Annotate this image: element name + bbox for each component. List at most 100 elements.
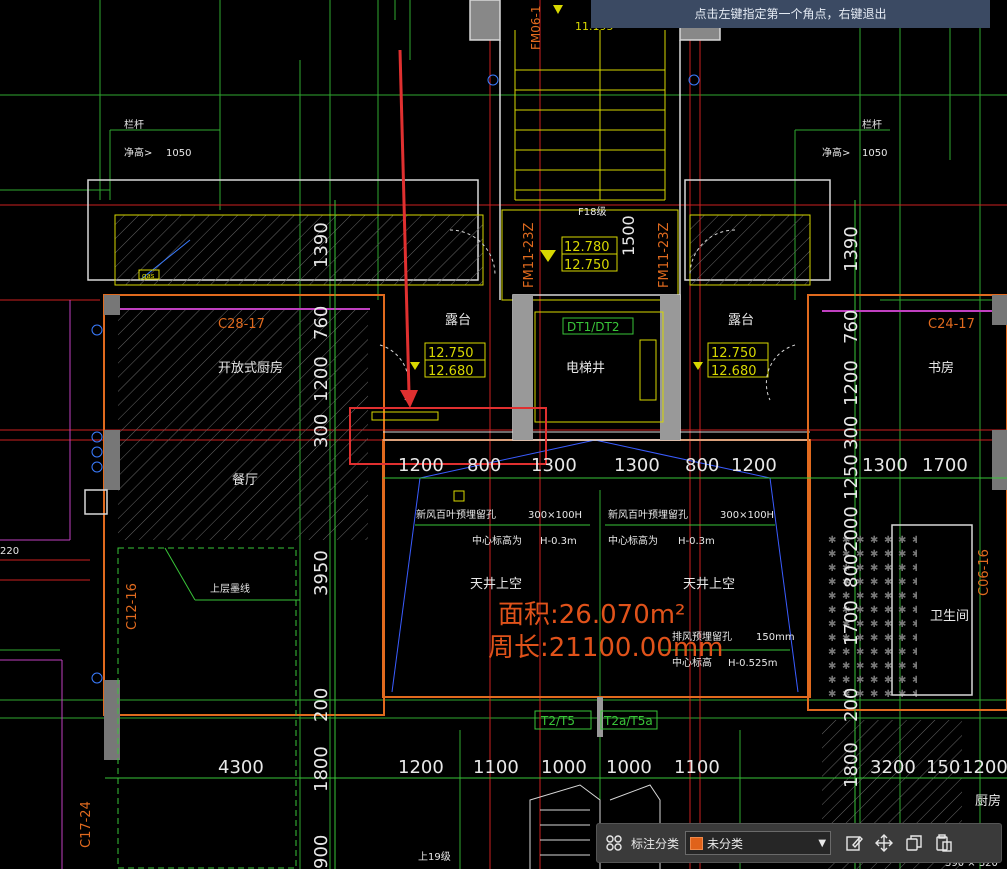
vent-left-label: 新风百叶预埋留孔 (416, 508, 496, 521)
dim-left-1: 760 (311, 306, 332, 340)
grid-markers (91, 74, 700, 684)
room-study: 书房 (928, 360, 954, 376)
area-readout: 面积:26.070m² (498, 600, 686, 630)
vent-left-height: H-0.3m (540, 536, 577, 547)
window-c24-label: C24-17 (928, 317, 975, 332)
annotation-toolbar: 标注分类 未分类 ▼ (596, 823, 1002, 863)
stairs-up-label: 上19级 (418, 851, 451, 863)
category-color-swatch (690, 836, 704, 850)
dimension-lines (105, 200, 1007, 869)
clear-height-left-value: 1050 (166, 148, 191, 159)
clear-height-right-value: 1050 (862, 148, 887, 159)
left-room (103, 294, 385, 760)
left-outline (0, 300, 71, 869)
perimeter-readout: 周长:21100.00mm (488, 633, 723, 663)
dim-top-1: 800 (467, 455, 501, 476)
right-balcony (684, 179, 831, 286)
clear-height-right-label: 净高> (822, 146, 850, 159)
dim-top-0: 1200 (398, 455, 444, 476)
gas-label: gas (142, 272, 155, 280)
vent-right-height: H-0.3m (678, 536, 715, 547)
room-bathroom: 卫生间 (930, 609, 969, 624)
dim-bottom-0: 4300 (218, 757, 264, 778)
door-fm-label: FM06-1 (529, 6, 543, 51)
vent-left-size: 300×100H (528, 510, 582, 521)
exhaust-center: 中心标高 (672, 656, 712, 669)
room-atrium-left: 天井上空 (470, 577, 522, 592)
dim-right-9: 1800 (841, 742, 862, 788)
selection-highlight (349, 49, 547, 465)
dim-top-2: 1300 (531, 455, 577, 476)
dim-right-8: 200 (841, 688, 862, 722)
dim-bottom-1: 1200 (398, 757, 444, 778)
dim-right-2: 1200 (841, 360, 862, 406)
dim-left-3: 300 (311, 414, 332, 448)
door-fm11-right-label: FM11-23Z (657, 223, 672, 288)
stairs-f18-label: F18级 (578, 206, 606, 218)
dim-top-6: 1300 (862, 455, 908, 476)
dim-stair: 1500 (619, 215, 638, 256)
window-c28-label: C28-17 (218, 317, 265, 332)
chevron-down-icon: ▼ (818, 837, 827, 849)
vent-left-center: 中心标高为 (472, 534, 522, 547)
category-label: 标注分类 (631, 836, 680, 851)
room-dining: 餐厅 (232, 472, 258, 488)
stair-treads (514, 30, 666, 201)
clear-height-left-label: 净高> (124, 146, 152, 159)
door-fm11-left-label: FM11-23Z (522, 223, 537, 288)
upper-line-label: 上层墨线 (210, 582, 250, 595)
window-c06-label: C06-16 (977, 549, 992, 596)
edit-icon[interactable] (841, 830, 867, 856)
dim-bottom-7: 150 (926, 757, 960, 778)
category-value: 未分类 (707, 836, 744, 851)
room-kitchen-right: 厨房 (975, 793, 1001, 809)
dim-left-7: 900 (311, 835, 332, 869)
paste-icon[interactable] (931, 830, 957, 856)
dim-top-5: 1200 (731, 455, 777, 476)
t2t5-box (534, 710, 592, 730)
grid-icon[interactable] (601, 830, 627, 856)
dim-bottom-8: 1200 (962, 757, 1007, 778)
move-icon[interactable] (871, 830, 897, 856)
dim-bottom-3: 1000 (541, 757, 587, 778)
t2t5-label: T2/T5 (540, 714, 575, 728)
exhaust-height: H-0.525m (728, 658, 778, 669)
elevation-right-b: 12.680 (711, 364, 757, 379)
elevation-right (693, 342, 769, 378)
elevation-stair (561, 236, 618, 272)
dim-right-5: 2000 (841, 506, 862, 552)
dim-top-7: 1700 (922, 455, 968, 476)
dim-left-2: 1200 (311, 356, 332, 402)
command-prompt-tooltip: 点击左键指定第一个角点，右键退出 (591, 0, 990, 28)
dim-right-6: 800 (841, 554, 862, 588)
dim-bottom-2: 1100 (473, 757, 519, 778)
dim-left-5: 200 (311, 688, 332, 722)
t2at5a-label: T2a/T5a (603, 714, 653, 728)
dim-right-0: 1390 (841, 226, 862, 272)
room-kitchen: 开放式厨房 (218, 360, 283, 376)
copy-icon[interactable] (901, 830, 927, 856)
t2at5a-box (600, 710, 658, 730)
room-balcony-right: 露台 (728, 313, 754, 328)
exhaust-label: 排风预埋留孔 (672, 630, 732, 643)
dim-top-3: 1300 (614, 455, 660, 476)
elevation-left-b: 12.680 (428, 364, 474, 379)
dim-right-4: 1250 (841, 454, 862, 500)
elevation-left (410, 342, 486, 378)
dim-bottom-6: 3200 (870, 757, 916, 778)
elevation-marker-icon (553, 5, 563, 14)
upper-floor-line (117, 547, 300, 869)
switch-box (84, 489, 108, 515)
elevation-stair-a: 12.780 (564, 240, 610, 255)
dim-bottom-5: 1100 (674, 757, 720, 778)
stair-landing (501, 209, 679, 301)
dim-right-1: 760 (841, 310, 862, 344)
dim-right-3: 300 (841, 416, 862, 450)
elevation-stair-b: 12.750 (564, 258, 610, 273)
dim-right-7: 1700 (841, 600, 862, 646)
room-balcony-left: 露台 (445, 313, 471, 328)
dim-top-4: 800 (685, 455, 719, 476)
dim-left-4: 3950 (311, 550, 332, 596)
category-dropdown[interactable]: 未分类 ▼ (685, 831, 832, 855)
